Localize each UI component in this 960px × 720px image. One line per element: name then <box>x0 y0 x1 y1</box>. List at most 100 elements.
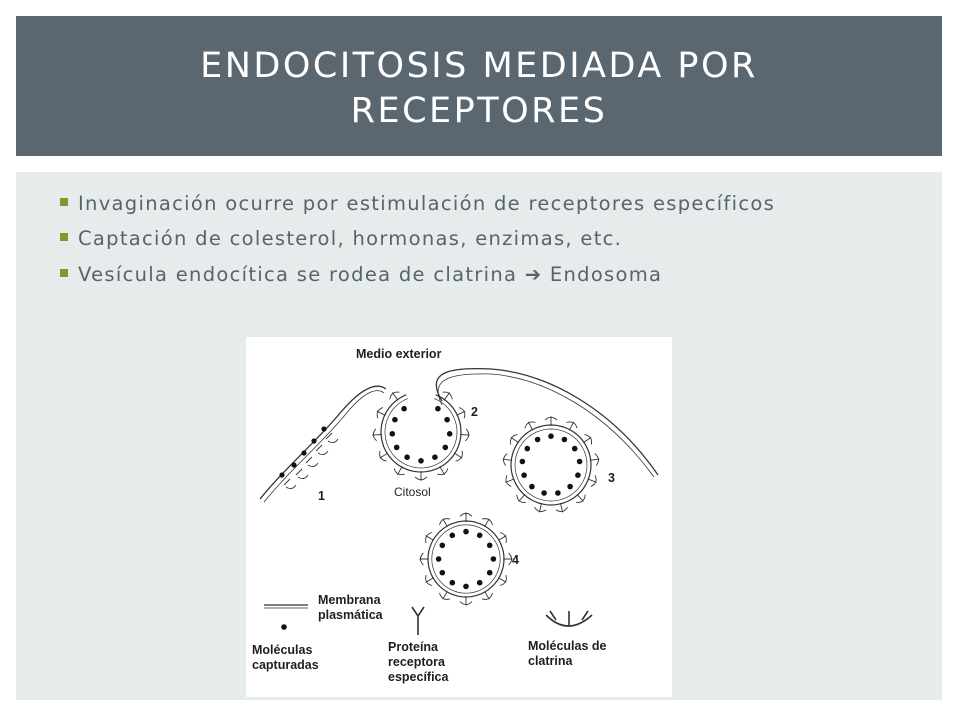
legend-clathrin-icon <box>545 610 593 627</box>
clathrin-mark <box>460 428 470 442</box>
clathrin-mark <box>481 591 493 600</box>
captured-molecule <box>567 483 573 490</box>
membrane-line-right-inner <box>437 373 655 478</box>
clathrin-mark <box>498 574 507 586</box>
clathrin-mark <box>589 453 600 466</box>
captured-molecule <box>534 436 541 443</box>
diagram-drawing <box>259 367 659 635</box>
clathrin-mark <box>425 574 434 586</box>
captured-molecule <box>575 472 581 478</box>
membrane-line-inner <box>263 390 385 503</box>
clathrin-mark <box>315 444 329 456</box>
clathrin-mark <box>583 434 592 445</box>
legend-membrana-line-2: plasmática <box>318 608 383 622</box>
bullet-item: Invaginación ocurre por estimulación de … <box>60 188 900 219</box>
captured-molecule <box>463 528 469 535</box>
captured-molecule <box>571 445 578 452</box>
legend-clatrina-line-1: Moléculas de <box>528 639 607 653</box>
captured-molecule <box>401 405 407 412</box>
legend-proteina: Proteína receptora específica <box>388 640 448 685</box>
captured-molecule <box>548 433 554 439</box>
clathrin-mark <box>524 421 536 431</box>
legend-clatrina: Moléculas de clatrina <box>528 639 607 669</box>
captured-molecule <box>432 454 438 460</box>
clathrin-mark <box>414 471 428 481</box>
legend-receptor-icon <box>411 606 425 635</box>
legend-moleculas: Moléculas capturadas <box>252 643 319 673</box>
label-citosol: Citosol <box>394 485 431 499</box>
title-line-1: ENDOCITOSIS MEDIADA POR <box>200 46 758 86</box>
clathrin-mark <box>459 596 473 606</box>
captured-molecule <box>449 579 456 586</box>
title-band: ENDOCITOSIS MEDIADA POR RECEPTORES <box>16 16 942 156</box>
clathrin-mark <box>534 502 547 513</box>
captured-molecule <box>418 458 424 464</box>
captured-molecule <box>449 532 456 539</box>
captured-molecule <box>301 450 307 456</box>
captured-molecule <box>486 542 493 549</box>
step-number-1: 1 <box>318 489 325 503</box>
clathrin-mark <box>566 421 578 431</box>
captured-molecule <box>389 431 396 437</box>
clathrin-mark <box>439 591 451 600</box>
step-number-3: 3 <box>608 471 615 485</box>
clathrin-mark <box>544 416 558 426</box>
vesicle-step-2-membrane-inner <box>384 398 458 469</box>
clathrin-mark <box>453 450 463 462</box>
clathrin-mark <box>502 453 513 466</box>
captured-molecule <box>476 579 483 586</box>
bullet-item: Vesícula endocítica se rodea de clatrina… <box>60 259 900 291</box>
clathrin-mark <box>505 475 515 487</box>
captured-molecule <box>321 426 327 432</box>
clathrin-mark <box>283 478 297 490</box>
captured-molecule <box>524 445 531 452</box>
captured-molecule <box>476 532 483 539</box>
captured-molecule <box>541 490 547 496</box>
captured-molecule <box>446 431 453 437</box>
legend-proteina-line-3: específica <box>388 670 449 684</box>
square-bullet-icon <box>60 198 68 206</box>
clathrin-mark <box>459 512 473 522</box>
captured-molecule <box>442 444 449 451</box>
captured-molecule <box>435 405 441 412</box>
clathrin-mark <box>376 407 386 419</box>
captured-molecule <box>439 569 446 576</box>
captured-molecule <box>576 458 583 465</box>
legend-membrana: Membrana plasmática <box>318 593 383 623</box>
vesicle-step-4-membrane-inner <box>431 524 501 594</box>
legend-moleculas-line-1: Moléculas <box>252 643 313 657</box>
clathrin-mark <box>389 391 400 401</box>
endocytosis-diagram: Medio exterior Citosol 1 2 3 4 Membrana … <box>246 337 672 697</box>
captured-molecule <box>529 483 535 490</box>
captured-molecule <box>444 416 450 423</box>
bullet-text: Invaginación ocurre por estimulación de … <box>78 192 776 215</box>
clathrin-mark <box>419 552 429 566</box>
clathrin-mark <box>498 532 507 544</box>
legend-proteina-line-2: receptora <box>388 655 445 669</box>
captured-molecule <box>521 472 527 478</box>
membrane-line <box>259 385 387 500</box>
captured-molecule <box>490 556 497 562</box>
clathrin-mark <box>503 552 513 566</box>
bullet-text: Captación de colesterol, hormonas, enzim… <box>78 227 623 250</box>
legend-clatrina-line-2: clatrina <box>528 654 573 668</box>
captured-molecule <box>439 542 446 549</box>
bullet-item: Captación de colesterol, hormonas, enzim… <box>60 223 900 255</box>
bullet-list: Invaginación ocurre por estimulación de … <box>60 188 900 295</box>
clathrin-mark <box>442 391 453 401</box>
clathrin-mark <box>372 428 382 442</box>
clathrin-mark <box>516 494 526 503</box>
clathrin-mark <box>481 518 493 527</box>
step-number-2: 2 <box>471 405 478 419</box>
captured-molecule <box>404 454 410 460</box>
clathrin-mark <box>425 532 434 544</box>
square-bullet-icon <box>60 269 68 277</box>
slide-title: ENDOCITOSIS MEDIADA POR RECEPTORES <box>119 44 839 134</box>
captured-molecule <box>555 490 561 496</box>
clathrin-mark <box>393 466 405 476</box>
captured-molecule <box>519 458 526 465</box>
legend-molecule-icon <box>281 624 287 630</box>
captured-molecule <box>435 556 442 562</box>
legend-moleculas-line-2: capturadas <box>252 658 319 672</box>
captured-molecule <box>311 438 317 444</box>
